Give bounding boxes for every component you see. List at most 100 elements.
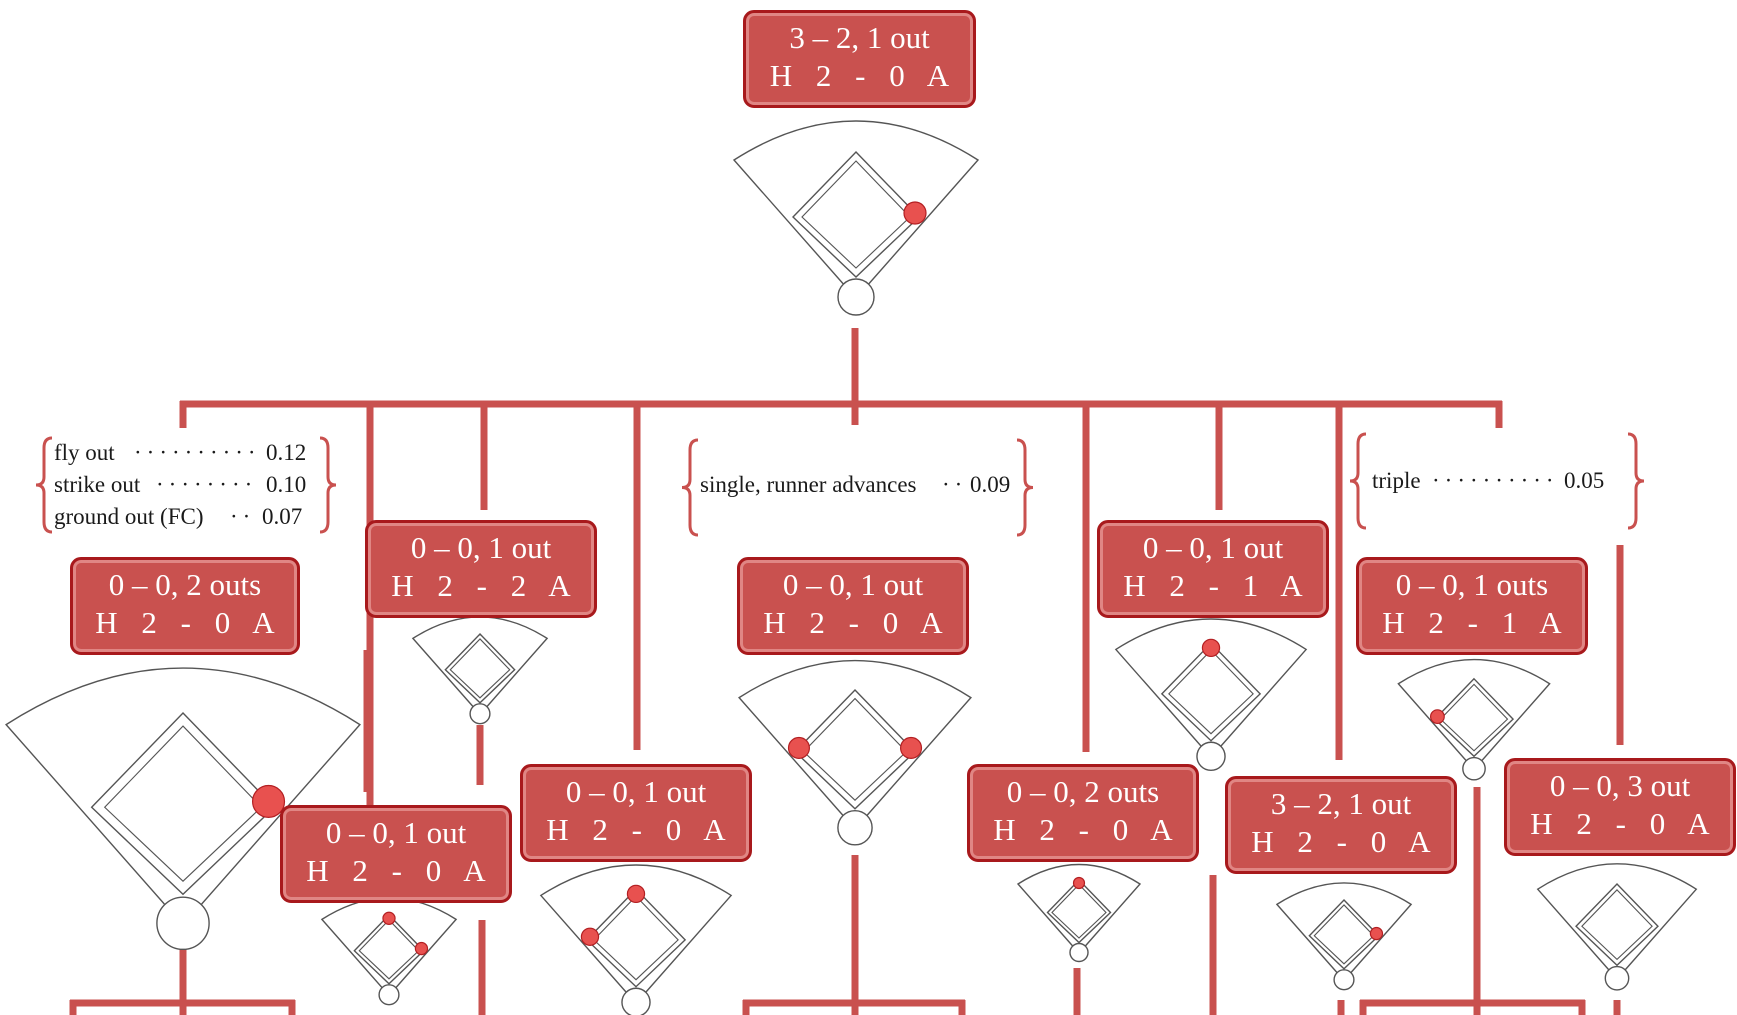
- field-state-2: [411, 616, 549, 725]
- state-node-10: 0 – 0, 3 out H 2 - 0 A: [1504, 758, 1736, 856]
- root-score: H 2 - 0 A: [769, 58, 958, 93]
- node-score: H 2 - 0 A: [763, 605, 951, 640]
- root-count-outs: 3 – 2, 1 out: [789, 20, 930, 55]
- infield-diamond: [353, 913, 425, 985]
- runner-on-first-marker: [899, 736, 923, 759]
- brace-left-close: [319, 436, 337, 534]
- runner-on-third-marker: [1430, 709, 1445, 725]
- infield-grass-line: [1168, 649, 1254, 735]
- infield-diamond: [1160, 642, 1262, 742]
- outcome-probability: 0.10: [266, 472, 307, 497]
- outfield-outline: [539, 864, 733, 996]
- node-score: H 2 - 0 A: [95, 605, 283, 640]
- outfield-outline: [732, 120, 980, 288]
- node-score: H 2 - 2 A: [391, 568, 579, 603]
- node-count-outs: 0 – 0, 1 out: [565, 774, 707, 809]
- brace-right-close: [1627, 432, 1645, 530]
- runner-on-second-marker: [382, 911, 396, 925]
- brace-middle-open: [681, 438, 699, 537]
- home-plate-circle: [1196, 741, 1226, 772]
- node-count-outs: 3 – 2, 1 out: [1270, 786, 1412, 821]
- field-root: [732, 120, 980, 316]
- home-plate-circle: [1069, 942, 1089, 963]
- node-score: H 2 - 0 A: [306, 853, 494, 888]
- infield-grass-line: [1313, 904, 1375, 965]
- outcome-probability: 0.05: [1564, 468, 1605, 493]
- outfield-outline: [320, 897, 458, 990]
- home-plate-circle: [1462, 756, 1486, 781]
- infield-diamond: [444, 632, 516, 704]
- outcome-label: triple: [1372, 468, 1421, 493]
- outcome-probabilities-right: triple ·········· 0.05: [1372, 468, 1622, 502]
- node-count-outs: 0 – 0, 1 outs: [1395, 567, 1549, 602]
- outcome-label: fly out: [54, 440, 115, 465]
- brace-middle-close: [1016, 438, 1034, 537]
- state-node-3: 0 – 0, 1 out H 2 - 0 A: [280, 805, 512, 903]
- infield-diamond: [1433, 677, 1515, 758]
- infield-grass-line: [449, 638, 511, 699]
- field-state-8: [1275, 882, 1413, 991]
- outcome-probabilities-middle: single, runner advances ·· 0.09: [700, 472, 1020, 506]
- outfield-outline: [5, 667, 361, 910]
- state-node-7: 0 – 0, 1 out H 2 - 1 A: [1097, 520, 1329, 618]
- outfield-outline: [738, 659, 972, 819]
- outcome-probability: 0.12: [266, 440, 307, 465]
- outcome-probabilities-left: fly out ·········· 0.12 strike out ·····…: [54, 440, 324, 540]
- home-plate-circle: [156, 896, 210, 951]
- infield-grass-line: [801, 160, 911, 269]
- infield-grass-line: [593, 895, 679, 981]
- runner-on-first-marker: [1369, 926, 1384, 941]
- field-state-7: [1114, 618, 1308, 772]
- outfield-outline: [1114, 618, 1308, 750]
- outcome-label: single, runner advances: [700, 472, 917, 497]
- dot-leader: ··········: [1432, 468, 1559, 493]
- runner-on-second-marker: [1201, 638, 1221, 658]
- state-node-fly-out: 0 – 0, 2 outs H 2 - 0 A: [70, 557, 300, 655]
- dot-leader: ········: [156, 472, 258, 497]
- outfield-outline: [1016, 863, 1142, 949]
- node-count-outs: 0 – 0, 2 outs: [108, 567, 262, 602]
- home-plate-circle: [837, 809, 873, 846]
- home-plate-circle: [378, 984, 400, 1006]
- runner-on-third-marker: [787, 736, 810, 759]
- home-plate-circle: [1604, 965, 1630, 991]
- brace-left-open: [35, 436, 53, 534]
- infield-diamond: [794, 688, 916, 810]
- node-score: H 2 - 0 A: [993, 812, 1181, 847]
- outcome-probability: 0.09: [970, 472, 1011, 497]
- node-count-outs: 0 – 0, 1 out: [325, 815, 467, 850]
- field-state-3: [320, 897, 458, 1006]
- home-plate-circle: [837, 278, 875, 316]
- infield-diamond: [792, 150, 920, 278]
- node-score: H 2 - 0 A: [546, 812, 734, 847]
- home-plate-circle: [469, 703, 491, 725]
- home-plate-circle: [621, 987, 651, 1015]
- infield-diamond: [1575, 882, 1659, 967]
- infield-grass-line: [103, 725, 263, 882]
- infield-diamond: [1308, 898, 1380, 970]
- outfield-outline: [411, 616, 549, 709]
- node-count-outs: 0 – 0, 1 out: [410, 530, 552, 565]
- outfield-outline: [1397, 658, 1551, 764]
- state-node-8: 3 – 2, 1 out H 2 - 0 A: [1225, 776, 1457, 874]
- field-fly-out: [5, 667, 361, 951]
- field-state-10: [1536, 863, 1698, 991]
- field-single: [738, 659, 972, 846]
- node-count-outs: 0 – 0, 2 outs: [1006, 774, 1160, 809]
- runner-on-third-marker: [580, 927, 600, 946]
- runner-on-second-marker: [626, 884, 646, 904]
- field-state-4: [539, 864, 733, 1015]
- root-state-node: 3 – 2, 1 out H 2 - 0 A: [743, 10, 976, 108]
- node-score: H 2 - 0 A: [1251, 824, 1439, 859]
- infield-grass-line: [802, 697, 908, 801]
- dot-leader: ··: [230, 504, 256, 529]
- node-count-outs: 0 – 0, 1 out: [1142, 530, 1284, 565]
- outcome-label: ground out (FC): [54, 504, 204, 529]
- infield-diamond: [90, 711, 276, 896]
- infield-grass-line: [1051, 883, 1107, 939]
- node-count-outs: 0 – 0, 3 out: [1549, 768, 1691, 803]
- outcome-label: strike out: [54, 472, 141, 497]
- node-count-outs: 0 – 0, 1 out: [782, 567, 924, 602]
